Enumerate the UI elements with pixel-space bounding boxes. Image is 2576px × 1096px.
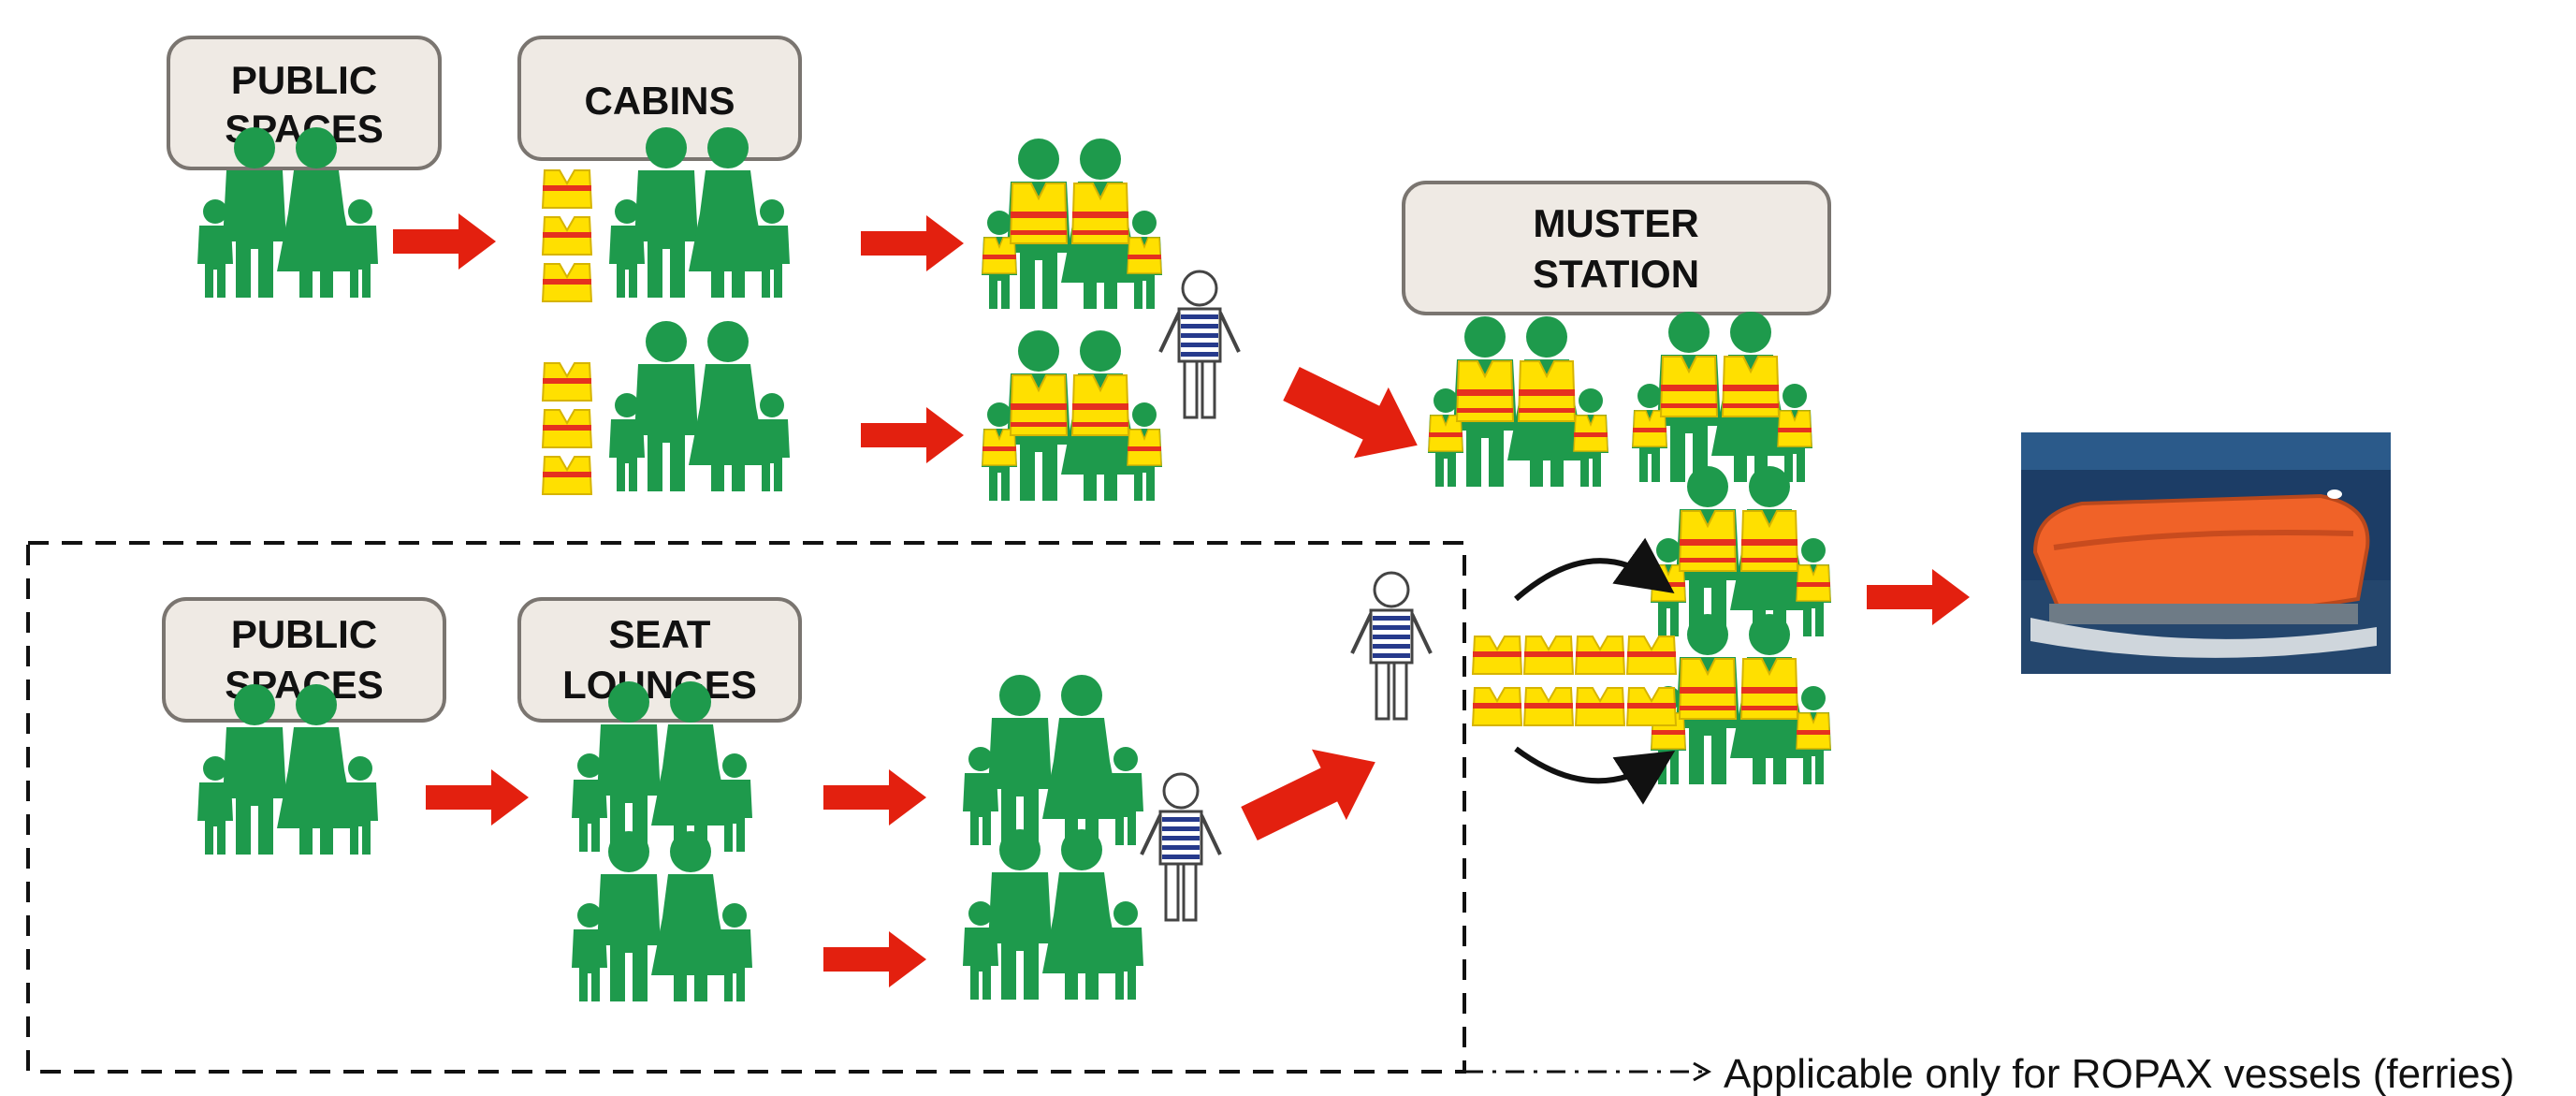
crew-member-icon	[1140, 772, 1222, 922]
lifeboat-photo	[2021, 432, 2391, 674]
family-with-life-jackets-icon	[982, 330, 1162, 501]
label-public-spaces-top: PUBLIC SPACES	[167, 36, 442, 170]
family-icon	[572, 831, 752, 1001]
family-icon	[963, 675, 1143, 845]
red-arrow-icon	[426, 769, 529, 826]
family-with-life-jackets-icon	[1651, 614, 1831, 784]
label-seat-lounges-line2: LOUNGES	[562, 663, 757, 707]
label-seat-lounges: SEAT LOUNGES	[517, 597, 802, 723]
ropax-boundary	[26, 541, 1466, 1074]
label-cabins-line1: CABINS	[584, 79, 735, 123]
red-arrow-icon	[861, 215, 964, 271]
life-jacket-icon	[543, 363, 591, 494]
red-arrow-icon	[823, 931, 926, 987]
note-arrowhead-icon	[1693, 1061, 1712, 1082]
life-jacket-group	[1472, 636, 1677, 726]
crew-member-icon	[1350, 571, 1433, 721]
label-muster-station-line2: STATION	[1533, 252, 1699, 296]
family-with-life-jackets-icon	[1632, 312, 1812, 482]
crew-member-icon	[1158, 270, 1241, 419]
red-arrow-icon	[1867, 569, 1970, 625]
curved-arrow-icon	[1514, 746, 1676, 805]
family-with-life-jackets-icon	[1428, 316, 1608, 487]
label-muster-station: MUSTER STATION	[1402, 181, 1831, 315]
family-with-life-jackets-icon	[1651, 466, 1831, 636]
life-jacket-icon	[543, 170, 591, 301]
label-public-spaces-bottom-line1: PUBLIC	[231, 612, 377, 656]
family-icon	[963, 829, 1143, 1000]
curved-arrow-icon	[1514, 537, 1675, 602]
red-arrow-icon	[1241, 749, 1375, 840]
red-arrow-icon	[861, 407, 964, 463]
label-cabins: CABINS	[517, 36, 802, 161]
red-arrow-icon	[823, 769, 926, 826]
ropax-note: Applicable only for ROPAX vessels (ferri…	[1724, 1051, 2514, 1096]
family-icon	[609, 321, 790, 491]
label-public-spaces-top-line1: PUBLIC	[231, 58, 377, 102]
family-with-life-jackets-icon	[982, 139, 1162, 309]
red-arrow-icon	[393, 213, 496, 270]
label-muster-station-line1: MUSTER	[1533, 201, 1698, 245]
label-seat-lounges-line1: SEAT	[609, 612, 711, 656]
red-arrow-icon	[1283, 367, 1418, 459]
